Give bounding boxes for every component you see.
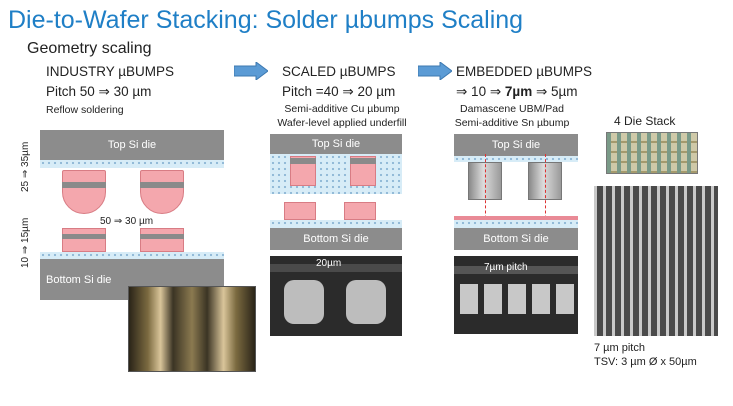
top-si-die: Top Si die	[454, 134, 578, 156]
passivation-layer	[40, 252, 224, 259]
arrow-right-icon	[418, 62, 452, 80]
stack-footer-tsv: TSV: 3 µm Ø x 50µm	[594, 356, 697, 368]
scaled-cross-section: Top Si die Bottom Si die	[270, 134, 402, 250]
sem-layer	[454, 266, 578, 274]
section-subtitle: Geometry scaling	[27, 40, 152, 57]
pad-layer	[454, 216, 578, 220]
scaled-pitch: Pitch =40 ⇒ 20 µm	[282, 84, 396, 99]
height-dimension-top: 25 ⇒ 35µm	[20, 141, 31, 192]
bump-metal-layer	[350, 158, 376, 164]
bump-metal-layer	[290, 158, 316, 164]
scaled-note-2: Wafer-level applied underfill	[277, 117, 407, 129]
sem-layer	[270, 264, 402, 272]
pitch-dimension-label: 50 ⇒ 30 µm	[100, 216, 154, 227]
sem-bump	[460, 284, 478, 314]
stack-footer-pitch: 7 µm pitch	[594, 342, 645, 354]
alignment-line	[485, 154, 486, 234]
sem-bump	[556, 284, 574, 314]
bump-metal-layer	[140, 182, 184, 188]
embedded-pitch-bold: 7µm	[504, 84, 533, 99]
page-title: Die-to-Wafer Stacking: Solder µbumps Sca…	[8, 6, 524, 34]
embedded-pitch-prefix: ⇒ 10 ⇒	[456, 84, 505, 99]
industry-pitch: Pitch 50 ⇒ 30 µm	[46, 84, 152, 99]
sem-bump	[532, 284, 550, 314]
bump-metal-layer	[62, 234, 106, 239]
embedded-pitch: ⇒ 10 ⇒ 7µm ⇒ 5µm	[456, 84, 578, 100]
embedded-cross-section: Top Si die Bottom Si die	[454, 134, 578, 250]
sem-scale-label: 20µm	[316, 258, 342, 269]
sem-bump	[284, 280, 324, 324]
alignment-line	[545, 154, 546, 234]
underfill-layer	[40, 160, 224, 168]
microbump-pad	[284, 202, 316, 220]
microbump	[140, 170, 184, 214]
scaled-note-1: Semi-additive Cu µbump	[284, 103, 400, 115]
scaled-sem-image: 20µm	[270, 256, 402, 336]
microbump	[62, 170, 106, 214]
scaled-heading: SCALED µBUMPS	[282, 64, 396, 79]
bottom-si-die: Bottom Si die	[454, 228, 578, 250]
sem-bump	[346, 280, 386, 324]
bump-metal-layer	[140, 234, 184, 239]
top-si-die: Top Si die	[40, 130, 224, 160]
embedded-pitch-suffix: ⇒ 5µm	[532, 84, 578, 99]
sem-bump	[508, 284, 526, 314]
sem-bump	[484, 284, 502, 314]
microbump	[140, 228, 184, 252]
tsv-sem-image	[594, 186, 718, 336]
passivation-layer	[270, 220, 402, 228]
sem-scale-label: 7µm pitch	[484, 262, 528, 273]
microbump	[62, 228, 106, 252]
four-die-stack-image	[606, 132, 698, 174]
stack-heading: 4 Die Stack	[614, 114, 676, 128]
embedded-heading: EMBEDDED µBUMPS	[456, 64, 593, 79]
embedded-sem-image: 7µm pitch	[454, 256, 578, 334]
industry-heading: INDUSTRY µBUMPS	[46, 64, 175, 79]
embedded-note-2: Semi-additive Sn µbump	[454, 117, 570, 129]
bottom-si-die: Bottom Si die	[270, 228, 402, 250]
embedded-note-1: Damascene UBM/Pad	[460, 103, 564, 115]
passivation-layer	[454, 220, 578, 228]
optical-cross-section-photo	[128, 286, 256, 372]
bump-metal-layer	[62, 182, 106, 188]
industry-cross-section: Top Si die 50 ⇒ 30 µm Bottom Si die 25 ⇒…	[20, 130, 230, 300]
underfill-layer	[454, 156, 578, 162]
top-si-die: Top Si die	[270, 134, 402, 154]
industry-note: Reflow soldering	[46, 104, 124, 116]
microbump-pad	[344, 202, 376, 220]
height-dimension-bottom: 10 ⇒ 15µm	[20, 217, 31, 268]
arrow-right-icon	[234, 62, 268, 80]
